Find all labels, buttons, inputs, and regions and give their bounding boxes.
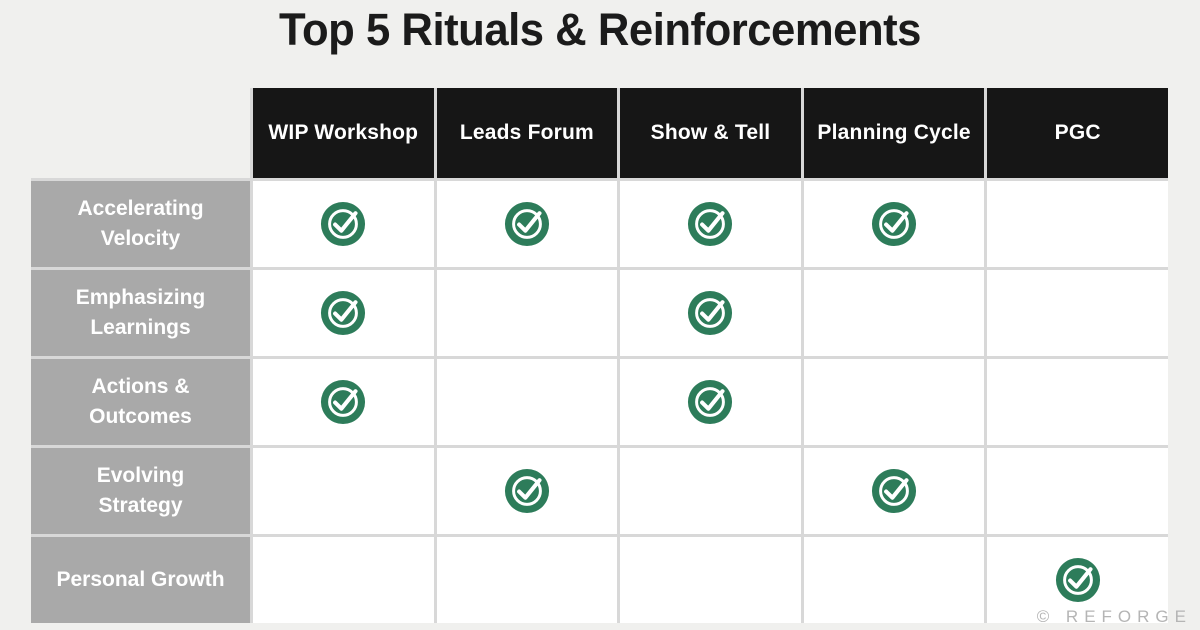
matrix-cell-emphasizing-learnings-wip-workshop [253, 270, 434, 356]
matrix-cell-accelerating-velocity-show-tell [620, 181, 801, 267]
row-label-evolving-strategy: Evolving Strategy [31, 448, 250, 534]
matrix-cell-personal-growth-show-tell [620, 537, 801, 623]
check-circle-icon [321, 201, 366, 247]
matrix-cell-evolving-strategy-leads-forum [436, 448, 618, 534]
matrix-cell-actions-outcomes-planning-cycle [803, 359, 985, 445]
matrix-cell-accelerating-velocity-wip-workshop [253, 181, 434, 267]
matrix-cell-personal-growth-pgc [987, 537, 1168, 623]
matrix-cell-personal-growth-planning-cycle [803, 537, 985, 623]
matrix-cell-actions-outcomes-pgc [987, 359, 1168, 445]
check-circle-icon [688, 201, 733, 247]
matrix-cell-actions-outcomes-leads-forum [436, 359, 618, 445]
check-circle-icon [1055, 557, 1100, 603]
row-label-emphasizing-learnings: Emphasizing Learnings [31, 270, 250, 356]
check-circle-icon [872, 468, 917, 514]
matrix-cell-actions-outcomes-wip-workshop [253, 359, 434, 445]
column-header-wip-workshop: WIP Workshop [253, 88, 434, 178]
check-circle-icon [321, 290, 366, 336]
matrix-cell-evolving-strategy-show-tell [620, 448, 801, 534]
matrix-cell-evolving-strategy-wip-workshop [253, 448, 434, 534]
reforge-watermark: © REFORGE [1036, 607, 1192, 626]
column-header-planning-cycle: Planning Cycle [803, 88, 985, 178]
page-title: Top 5 Rituals & Reinforcements [279, 4, 921, 55]
matrix-cell-personal-growth-wip-workshop [253, 537, 434, 623]
matrix-cell-personal-growth-leads-forum [436, 537, 618, 623]
matrix-cell-evolving-strategy-planning-cycle [803, 448, 985, 534]
matrix-cell-accelerating-velocity-leads-forum [436, 181, 618, 267]
row-label-personal-growth: Personal Growth [31, 537, 250, 623]
matrix-cell-emphasizing-learnings-leads-forum [436, 270, 618, 356]
check-circle-icon [872, 201, 917, 247]
matrix-corner-spacer [31, 88, 250, 178]
column-header-leads-forum: Leads Forum [436, 88, 618, 178]
row-label-accelerating-velocity: Accelerating Velocity [31, 181, 250, 267]
matrix-cell-emphasizing-learnings-pgc [987, 270, 1168, 356]
check-circle-icon [504, 201, 549, 247]
check-circle-icon [688, 290, 733, 336]
check-circle-icon [321, 379, 366, 425]
matrix-cell-actions-outcomes-show-tell [620, 359, 801, 445]
check-circle-icon [504, 468, 549, 514]
column-header-show-tell: Show & Tell [620, 88, 801, 178]
matrix-cell-evolving-strategy-pgc [987, 448, 1168, 534]
matrix-cell-accelerating-velocity-planning-cycle [803, 181, 985, 267]
check-circle-icon [688, 379, 733, 425]
matrix-cell-emphasizing-learnings-planning-cycle [803, 270, 985, 356]
column-header-pgc: PGC [987, 88, 1168, 178]
matrix-cell-accelerating-velocity-pgc [987, 181, 1168, 267]
row-label-actions-outcomes: Actions & Outcomes [31, 359, 250, 445]
matrix-cell-emphasizing-learnings-show-tell [620, 270, 801, 356]
